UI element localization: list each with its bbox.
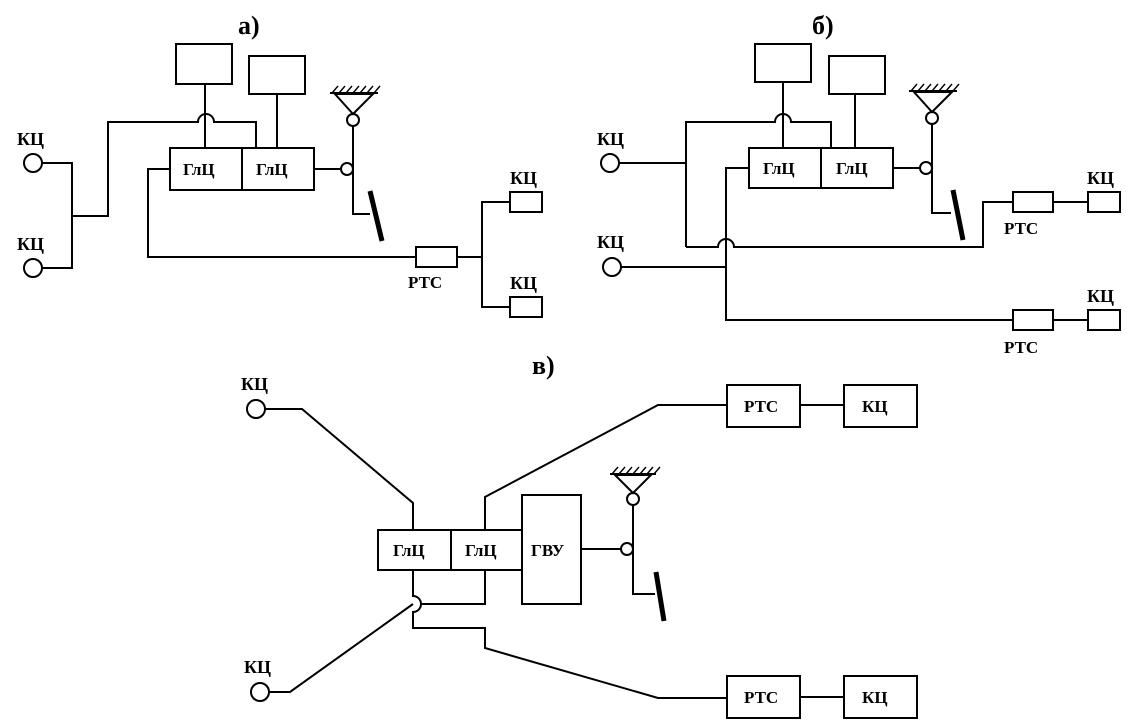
panel-c-kc-right-top-box — [843, 384, 918, 428]
panel-a-glc-right-label: ГлЦ — [256, 160, 288, 179]
panel-c-rts-top-link — [484, 404, 727, 530]
panel-b-glc-left-label: ГлЦ — [763, 159, 795, 178]
panel-a-switch-blade — [367, 190, 385, 242]
panel-c-title: в) — [532, 351, 555, 380]
panel-a-top-box-1 — [175, 43, 233, 85]
panel-b-feed-line — [685, 113, 832, 247]
panel-b-kc-top-node — [600, 153, 620, 173]
panel-b-rts-top-line — [686, 201, 1013, 248]
panel-a-switch-line — [352, 169, 370, 215]
panel-a-kc-top-node — [23, 153, 43, 173]
panel-b-top-box-2 — [828, 55, 886, 95]
panel-b-glc-right — [820, 147, 894, 189]
panel-a-kc-right-top-box — [509, 191, 543, 213]
panel-b-rts-top-box — [1012, 191, 1054, 213]
panel-c-glc-right-down — [421, 570, 486, 605]
panel-b-rts-top-label: РТС — [1004, 219, 1038, 238]
panel-b-switch-line — [931, 168, 951, 214]
panel-a-kc-right-bottom-box — [509, 296, 543, 318]
panel-a-rts-label: РТС — [408, 273, 442, 292]
panel-c-kc-right-bottom-box — [843, 675, 918, 719]
panel-b-kc-right-top-box — [1087, 191, 1121, 213]
panel-a-ground-hatch — [331, 85, 381, 94]
panel-c-glc-left-label: ГлЦ — [393, 541, 425, 560]
panel-a-rts-split — [481, 201, 510, 308]
panel-c-rts-bottom-box — [726, 675, 801, 719]
panel-c-switch-line — [632, 549, 655, 595]
panel-c-glc-right — [450, 529, 523, 571]
panel-c-kc-bottom-label: КЦ — [244, 657, 271, 677]
panel-c-antenna-top-node — [626, 492, 640, 506]
panel-c-antenna-node — [620, 542, 634, 556]
panel-c-switch-blade — [653, 571, 667, 622]
panel-b-switch-blade — [950, 189, 966, 241]
panel-c-kc-right-top-label: КЦ — [862, 397, 888, 416]
panel-b-kc-bottom-label: КЦ — [597, 232, 624, 252]
panel-c-glc-right-label: ГлЦ — [465, 541, 497, 560]
panel-c-kc-bottom-link — [269, 603, 414, 693]
panel-b-antenna-triangle — [911, 91, 955, 114]
panel-a-glc-right — [241, 147, 315, 191]
panel-b-kc-right-bottom-box — [1087, 309, 1121, 331]
panel-b-rts-bottom-label: РТС — [1004, 338, 1038, 357]
panel-b-antenna-top-node — [925, 111, 939, 125]
panel-c-kc-top-label: КЦ — [241, 374, 268, 394]
panel-a-rts-box — [415, 246, 458, 268]
panel-b-glc-right-label: ГлЦ — [836, 159, 868, 178]
panel-c-kc-right-bottom-label: КЦ — [862, 688, 888, 707]
panel-b: б) КЦ КЦ ГлЦ ГлЦ — [597, 11, 1121, 357]
panel-b-kc-bottom-node — [602, 257, 622, 277]
panel-c: в) КЦ КЦ ГлЦ ГлЦ ГВУ РТС КЦ РТС КЦ — [241, 351, 918, 719]
panel-b-rts-bottom-box — [1012, 309, 1054, 331]
panel-a-antenna-node — [340, 162, 354, 176]
panel-c-gvu-label: ГВУ — [531, 541, 565, 560]
panel-c-kc-top-node — [246, 399, 266, 419]
panel-a-kc-bus — [42, 162, 73, 269]
panel-a-kc-bottom-node — [23, 258, 43, 278]
panel-a-rts-line — [147, 168, 416, 258]
panel-c-rts-bottom-link — [412, 570, 727, 699]
panel-b-kc-top-label: КЦ — [597, 129, 624, 149]
panel-c-rts-top-box — [726, 384, 801, 428]
panel-b-rts-bottom-line — [725, 167, 1013, 321]
panel-b-top-box-1 — [754, 43, 812, 83]
panel-a-antenna-triangle — [332, 93, 376, 116]
panel-a-kc-right-top-label: КЦ — [510, 168, 537, 188]
panel-a-kc-bottom-label: КЦ — [17, 234, 44, 254]
panel-b-ground-hatch — [910, 83, 960, 92]
panel-c-rts-top-label: РТС — [744, 397, 778, 416]
panel-a-glc-left — [169, 147, 243, 191]
panel-a-kc-right-bottom-label: КЦ — [510, 273, 537, 293]
panel-b-antenna-node — [919, 161, 933, 175]
panel-a-kc-top-label: КЦ — [17, 129, 44, 149]
panel-a-antenna-top-node — [346, 113, 360, 127]
panel-c-kc-top-link — [265, 408, 414, 530]
panel-b-kc-right-bottom-label: КЦ — [1087, 286, 1114, 306]
panel-c-kc-bottom-node — [250, 682, 270, 702]
panel-b-kc-right-top-label: КЦ — [1087, 168, 1114, 188]
panel-c-rts-bottom-label: РТС — [744, 688, 778, 707]
panel-a: а) КЦ КЦ ГлЦ ГлЦ — [17, 11, 543, 318]
panel-b-glc-left — [748, 147, 822, 189]
panel-c-antenna-triangle — [612, 474, 654, 495]
panel-c-ground-hatch — [611, 466, 661, 475]
panel-a-glc-left-label: ГлЦ — [183, 160, 215, 179]
panel-a-top-box-2 — [248, 55, 306, 95]
panel-a-title: а) — [238, 11, 260, 40]
panel-b-title: б) — [812, 11, 834, 40]
